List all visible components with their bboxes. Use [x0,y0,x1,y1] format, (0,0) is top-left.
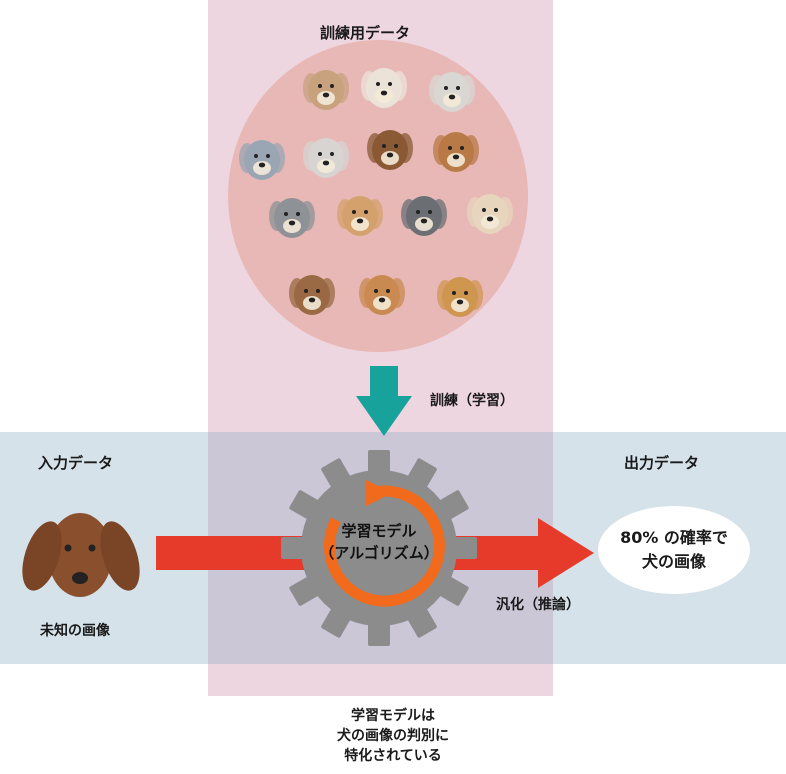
dog-face-icon [303,70,349,110]
model-label-line1: 学習モデル [341,522,417,540]
dog-face-icon [437,277,483,317]
output-result-oval: 80% の確率で 犬の画像 [598,506,750,594]
dog-face-icon [239,140,285,180]
dog-face-icon [359,275,405,315]
model-caption: 学習モデルは 犬の画像の判別に 特化されている [290,706,496,766]
dog-face-icon [433,132,479,172]
down-arrow-icon [356,366,412,436]
output-result-line2: 犬の画像 [641,552,706,571]
caption-line2: 犬の画像の判別に [337,728,449,744]
generalization-label: 汎化（推論） [496,597,580,613]
dog-face-icon [269,198,315,238]
unknown-dog-image [22,513,140,597]
unknown-image-label: 未知の画像 [40,623,110,639]
training-label: 訓練（学習） [430,393,514,409]
caption-line3: 特化されている [344,748,442,764]
dog-face-icon [303,138,349,178]
input-data-title: 入力データ [38,454,114,472]
dog-face-icon [289,275,335,315]
dog-face-icon [367,130,413,170]
training-data-title: 訓練用データ [320,24,411,42]
output-result-line1: 80% の確率で [620,528,728,547]
caption-line1: 学習モデルは [351,708,435,724]
dog-face-icon [467,194,513,234]
dog-face-icon [401,196,447,236]
output-data-title: 出力データ [624,454,700,472]
dog-face-icon [337,196,383,236]
cycle-arrow-icon [323,480,445,607]
model-label: 学習モデル （アルゴリズム） [296,520,462,564]
model-label-line2: （アルゴリズム） [319,544,439,562]
dog-face-icon [429,72,475,112]
dog-face-icon [361,68,407,108]
training-dog-images [239,68,513,317]
